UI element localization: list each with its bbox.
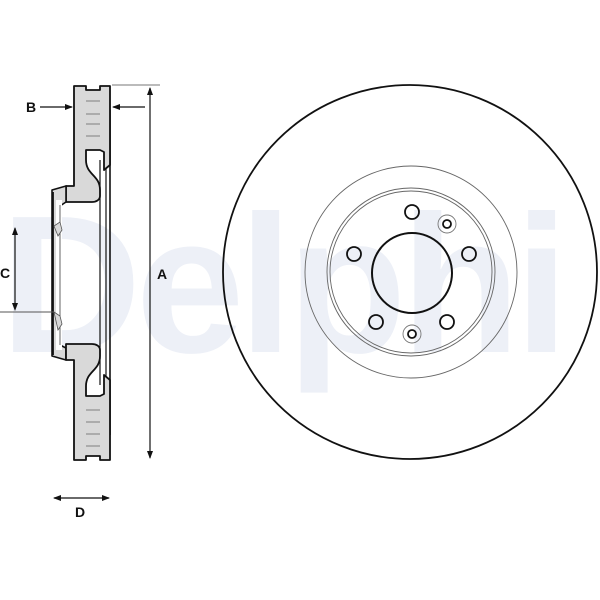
label-B: B — [26, 99, 37, 115]
outer-rim — [222, 84, 598, 460]
dimension-C — [0, 227, 54, 313]
bolt-holes — [346, 204, 477, 330]
disc-cross-section — [51, 85, 111, 461]
disc-front-view — [222, 84, 598, 460]
hat-inner-ring — [329, 190, 493, 354]
label-A: A — [157, 266, 168, 282]
label-D: D — [75, 504, 86, 520]
centering-pins — [402, 214, 457, 344]
dimension-A — [112, 84, 160, 459]
friction-inner-edge — [304, 165, 518, 379]
hat-outer-ring — [326, 187, 496, 357]
center-bore — [371, 232, 453, 314]
label-C: C — [0, 265, 11, 281]
